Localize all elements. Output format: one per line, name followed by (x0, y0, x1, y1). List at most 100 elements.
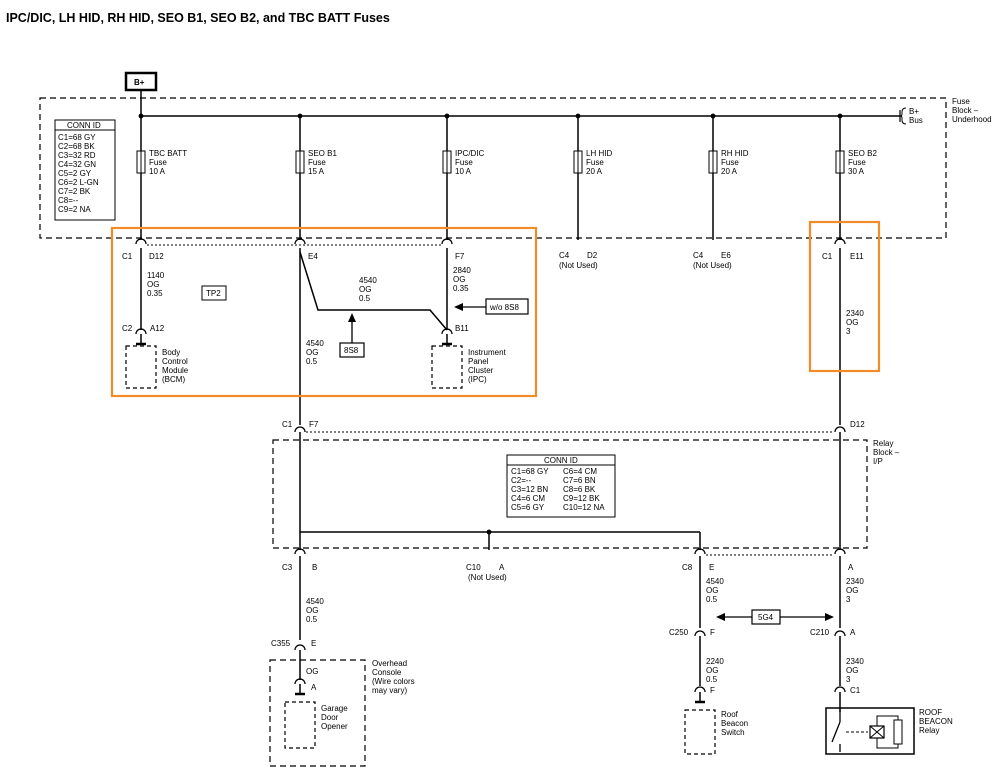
seo-b1-circuit: 4540 OG 0.5 4540 OG 0.5 (299, 248, 448, 425)
conn-id-line: C5=2 GY (58, 169, 92, 178)
pin-label: E11 (850, 252, 864, 261)
conn-id-line: C2=-- (511, 476, 532, 485)
fuse-block-label-3: Underhood (952, 115, 992, 124)
component-name: Switch (721, 728, 745, 737)
connector-label: C355 (271, 639, 291, 648)
component-name: Instrument (468, 348, 507, 357)
pin-label: E (311, 639, 316, 648)
pin-label: F7 (455, 252, 465, 261)
pin-label: B11 (455, 324, 469, 333)
fuse-seo-b1: SEO B1 Fuse 15 A (295, 113, 337, 240)
conn-id-line: C3=12 BN (511, 485, 548, 494)
conn-id-line: C8=-- (58, 196, 79, 205)
diagram-title: IPC/DIC, LH HID, RH HID, SEO B1, SEO B2,… (6, 11, 390, 25)
not-used-label: (Not Used) (693, 261, 732, 270)
wire-label: 3 (846, 327, 851, 336)
fuse-name: Fuse (586, 158, 604, 167)
fuse-block-underhood (39, 97, 947, 239)
fuse-name: Fuse (848, 158, 866, 167)
ref-8s8: 8S8 (339, 313, 365, 358)
component-name: Door (321, 713, 339, 722)
conn-id-line: C4=6 CM (511, 494, 545, 503)
wire-label: 4540 (359, 276, 377, 285)
component-name: (IPC) (468, 375, 487, 384)
wire-label: 0.5 (306, 615, 318, 624)
conn-id-line: C4=32 GN (58, 160, 96, 169)
fuse-name: SEO B1 (308, 149, 337, 158)
wire-label: OG (359, 285, 371, 294)
ref-5g4-label: 5G4 (758, 613, 774, 622)
not-used-label: (Not Used) (468, 573, 507, 582)
bcm-module (125, 345, 157, 389)
pin-label: A (499, 563, 505, 572)
conn-id-line: C8=6 BK (563, 485, 596, 494)
wire-label: 4540 (706, 577, 724, 586)
fuse-rating: 10 A (149, 167, 166, 176)
connector-label: C1 (282, 420, 293, 429)
connector-symbols-upper (135, 238, 846, 245)
conn-id-line: C6=4 CM (563, 467, 597, 476)
component-name: Roof (721, 710, 739, 719)
component-name: Garage (321, 704, 348, 713)
conn-id-line: C5=6 GY (511, 503, 545, 512)
ipc-module (431, 345, 463, 389)
conn-id-heading: CONN ID (67, 121, 101, 130)
wire-label: 3 (846, 675, 851, 684)
battery-label: B+ (134, 78, 145, 87)
ref-wo-8s8: w/o 8S8 (454, 298, 529, 315)
fuse-block-label-1: Fuse (952, 97, 970, 106)
overhead-label-1: Overhead (372, 659, 407, 668)
wire-label: 0.35 (147, 289, 163, 298)
wire-label: OG (706, 666, 718, 675)
fuse-ipc-dic: IPC/DIC Fuse 10 A (442, 113, 485, 240)
fuse-name: SEO B2 (848, 149, 877, 158)
fuse-rating: 20 A (586, 167, 603, 176)
wire-label: OG (306, 667, 318, 676)
wire-label: OG (846, 586, 858, 595)
connector-label: C250 (669, 628, 689, 637)
relay-name: ROOF (919, 708, 942, 717)
wire-label: 2340 (846, 309, 864, 318)
wire-label: 3 (846, 595, 851, 604)
fuse-lh-hid: LH HID Fuse 20 A C4 D2 (Not Used) (559, 113, 612, 270)
fuse-name: RH HID (721, 149, 749, 158)
relay-name: Relay (919, 726, 939, 735)
wire-label: 0.5 (706, 675, 718, 684)
connector-label: C3 (282, 563, 293, 572)
pin-label: D12 (149, 252, 164, 261)
conn-id-line: C9=2 NA (58, 205, 91, 214)
connector-label: C10 (466, 563, 481, 572)
fuse-name: Fuse (308, 158, 326, 167)
pin-label: A (311, 683, 317, 692)
connector-label: C1 (822, 252, 833, 261)
pin-label: D12 (850, 420, 865, 429)
fuse-name: IPC/DIC (455, 149, 485, 158)
conn-id-line: C1=68 GY (58, 133, 96, 142)
pin-label: C1 (850, 686, 861, 695)
fuse-name: Fuse (455, 158, 473, 167)
battery-terminal: B+ (124, 71, 158, 116)
seo-b2-circuit: 2340 OG 3 (839, 248, 864, 425)
fuse-seo-b2: SEO B2 Fuse 30 A (835, 113, 877, 240)
pin-label: D2 (587, 251, 598, 260)
wire-label: OG (453, 275, 465, 284)
relay-block-ip (272, 426, 868, 550)
fuse-name: LH HID (586, 149, 612, 158)
fuse-rating: 15 A (308, 167, 325, 176)
connector-label: C8 (682, 563, 693, 572)
connector-label: C4 (559, 251, 570, 260)
pin-label: F (710, 686, 715, 695)
roof-beacon-switch (684, 709, 716, 755)
wire-label: OG (306, 606, 318, 615)
conn-id-heading: CONN ID (544, 456, 578, 465)
ipc-circuit: 2840 OG 0.35 B11 Instrument Panel Cluste… (431, 248, 507, 389)
component-name: Body (162, 348, 180, 357)
wire-label: 0.5 (359, 294, 371, 303)
fuse-rating: 10 A (455, 167, 472, 176)
conn-id-line: C2=68 BK (58, 142, 95, 151)
relay-circuit: 2340 OG 3 C210 A 2340 OG 3 C1 (810, 556, 864, 712)
conn-id-line: C7=6 BN (563, 476, 596, 485)
wire-label: OG (846, 666, 858, 675)
conn-id-line: C1=68 GY (511, 467, 549, 476)
component-name: Beacon (721, 719, 748, 728)
